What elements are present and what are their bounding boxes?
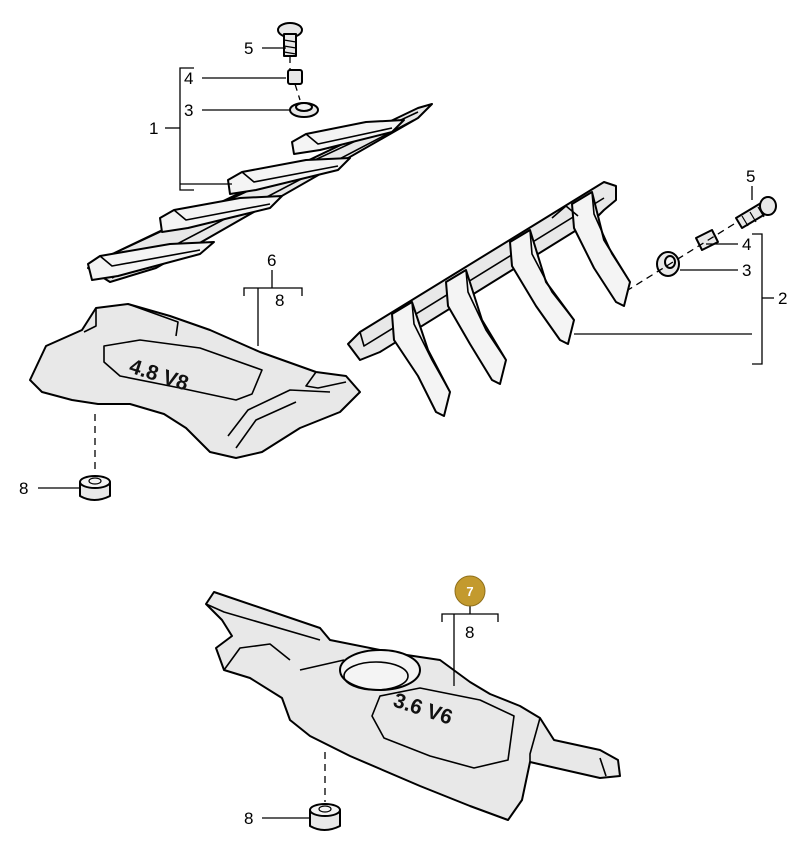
grommet-8-upper[interactable] — [79, 475, 111, 501]
callout-5-left: 5 — [244, 39, 253, 58]
callout-8-lower-left: 8 — [19, 479, 28, 498]
callout-4-left: 4 — [184, 69, 193, 88]
callout-8-bottom: 8 — [244, 809, 253, 828]
callout-2: 2 — [778, 289, 787, 308]
callout-4-right: 4 — [742, 235, 751, 254]
callout-5-right: 5 — [746, 167, 755, 186]
right-fastener-stack[interactable] — [656, 196, 777, 277]
engine-cover-v6[interactable]: 3.6 V6 — [205, 591, 621, 821]
callout-3-right: 3 — [742, 261, 751, 280]
highlight-badge-circle — [454, 575, 486, 607]
callout-8-v6-group: 8 — [465, 623, 474, 642]
leader-lines — [38, 47, 774, 819]
engine-cover-v8[interactable]: 4.8 V8 — [29, 303, 361, 459]
left-fastener-stack[interactable] — [277, 22, 319, 118]
callout-6: 6 — [267, 251, 276, 270]
highlight-badge-number: 7 — [466, 584, 473, 599]
coil-cover-right[interactable] — [347, 181, 631, 417]
callout-1: 1 — [149, 119, 158, 138]
coil-cover-strip-left[interactable] — [87, 103, 433, 283]
highlight-callout-7[interactable]: 7 — [454, 575, 486, 607]
callout-8-upper: 8 — [275, 291, 284, 310]
callout-3-left: 3 — [184, 101, 193, 120]
right-fastener-axis — [627, 223, 735, 291]
grommet-8-lower[interactable] — [309, 803, 341, 831]
